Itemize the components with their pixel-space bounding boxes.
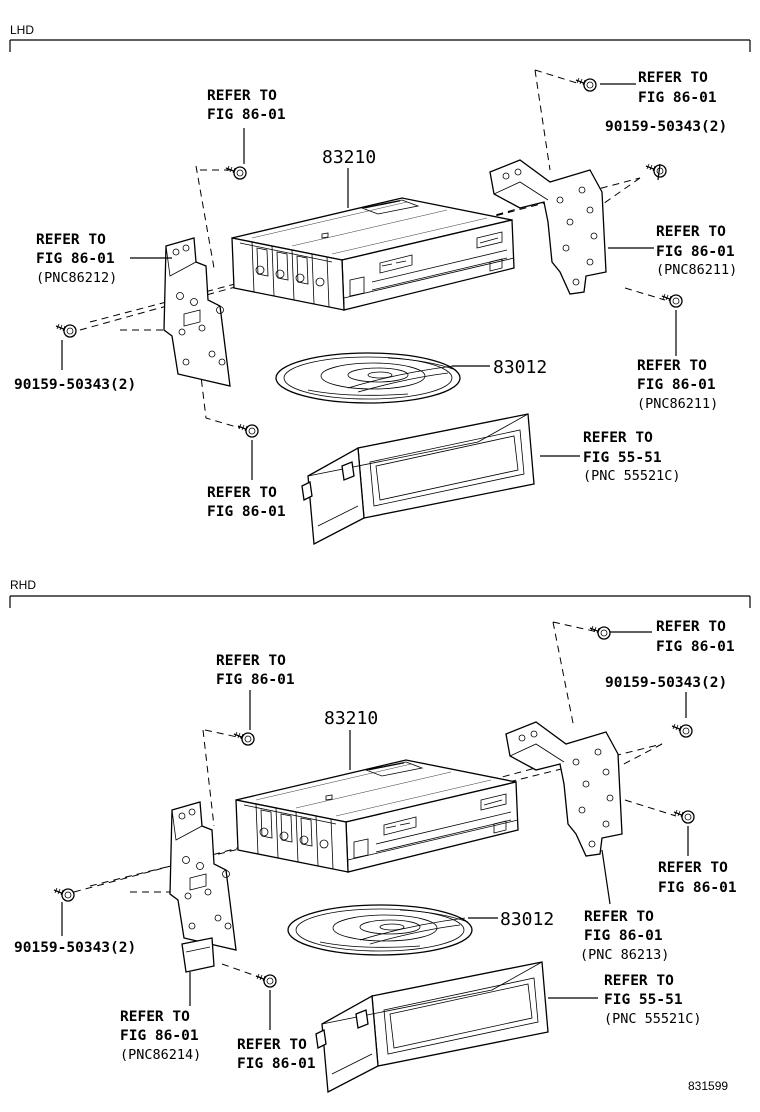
lhd-bolt-bottom — [237, 423, 259, 438]
lhd-bolt-left — [55, 323, 77, 338]
lhd-part-83012: 83012 — [493, 357, 547, 378]
rhd-right-bracket — [505, 721, 623, 857]
lhd-right-bracket-ref-1: REFER TO — [656, 224, 726, 240]
lhd-bolt-right-top — [575, 77, 597, 92]
rhd-section-bracket — [9, 595, 751, 608]
lhd-section-bracket — [9, 39, 751, 52]
lhd-section-title: LHD — [10, 23, 34, 37]
rhd-bolt-top — [233, 731, 255, 746]
lhd-left-bolt-pn: 90159-50343(2) — [14, 377, 136, 393]
rhd-bolt-top-ref-1: REFER TO — [216, 653, 286, 669]
rhd-section: RHD — [9, 578, 751, 1093]
rhd-bottom-bolt-ref-1: REFER TO — [237, 1037, 307, 1053]
rhd-right-bracket-ref-1: REFER TO — [584, 909, 654, 925]
lhd-left-bracket — [163, 237, 231, 387]
figure-number: 831599 — [688, 1079, 728, 1093]
rhd-right-bracket-bolt-ref-1: REFER TO — [658, 860, 728, 876]
lhd-right-lower-ref-1: REFER TO — [637, 358, 707, 374]
rhd-left-bracket-ref-3: (PNC86214) — [120, 1047, 201, 1063]
lhd-part-83210: 83210 — [322, 147, 376, 168]
rhd-bottom-bolt-ref-2: FIG 86-01 — [237, 1056, 316, 1072]
lhd-pocket-ref-2: FIG 55-51 — [583, 450, 662, 466]
lhd-right-lower-ref-2: FIG 86-01 — [637, 377, 716, 393]
rhd-bolt-top-ref-2: FIG 86-01 — [216, 672, 295, 688]
rhd-right-bracket-ref-2: FIG 86-01 — [584, 928, 663, 944]
lhd-bolt-top-ref-2: FIG 86-01 — [207, 107, 286, 123]
rhd-right-top-ref-1: REFER TO — [656, 619, 726, 635]
rhd-audio-unit — [235, 759, 519, 873]
rhd-pocket-ref-2: FIG 55-51 — [604, 992, 683, 1008]
lhd-bottom-bolt-ref-2: FIG 86-01 — [207, 504, 286, 520]
lhd-pocket-ref-1: REFER TO — [583, 430, 653, 446]
lhd-right-top-ref-1: REFER TO — [638, 70, 708, 86]
rhd-right-bracket-bolt-ref-2: FIG 86-01 — [658, 880, 737, 896]
rhd-section-title: RHD — [10, 578, 36, 592]
lhd-bottom-bolt-ref-1: REFER TO — [207, 485, 277, 501]
lhd-right-bracket-ref-2: FIG 86-01 — [656, 244, 735, 260]
rhd-bolt-right-top — [589, 625, 611, 640]
rhd-disc — [287, 904, 473, 956]
rhd-left-bracket-ref-1: REFER TO — [120, 1009, 190, 1025]
rhd-bolt-right-lower — [673, 809, 695, 824]
lhd-audio-unit — [231, 197, 515, 311]
rhd-pocket-ref-1: REFER TO — [604, 973, 674, 989]
rhd-bolt-left — [53, 887, 75, 902]
lhd-right-bolt-pn: 90159-50343(2) — [605, 119, 727, 135]
rhd-pocket — [315, 961, 549, 1093]
lhd-right-top-ref-2: FIG 86-01 — [638, 90, 717, 106]
lhd-pocket-ref-3: (PNC 55521C) — [583, 468, 681, 484]
lhd-left-bracket-ref-3: (PNC86212) — [36, 270, 117, 286]
lhd-pocket — [301, 413, 535, 545]
lhd-bolt-right — [645, 163, 667, 178]
lhd-right-bracket-ref-3: (PNC86211) — [656, 262, 737, 278]
rhd-part-83210: 83210 — [324, 708, 378, 729]
rhd-right-bolt-pn: 90159-50343(2) — [605, 675, 727, 691]
rhd-pocket-ref-3: (PNC 55521C) — [604, 1011, 702, 1027]
lhd-bolt-right-lower — [661, 293, 683, 308]
rhd-part-83012: 83012 — [500, 909, 554, 930]
rhd-bolt-bottom — [255, 973, 277, 988]
lhd-disc — [275, 352, 461, 404]
lhd-right-lower-ref-3: (PNC86211) — [637, 396, 718, 412]
rhd-left-lower-clip — [181, 937, 215, 973]
lhd-left-bracket-ref-1: REFER TO — [36, 232, 106, 248]
lhd-section: LHD — [9, 23, 751, 545]
lhd-bolt-top — [225, 165, 247, 180]
rhd-left-bracket — [169, 801, 237, 951]
rhd-left-bolt-pn: 90159-50343(2) — [14, 940, 136, 956]
rhd-left-bracket-ref-2: FIG 86-01 — [120, 1028, 199, 1044]
lhd-left-bracket-ref-2: FIG 86-01 — [36, 251, 115, 267]
rhd-right-top-ref-2: FIG 86-01 — [656, 639, 735, 655]
rhd-right-bracket-ref-3: (PNC 86213) — [580, 947, 669, 963]
rhd-bolt-right — [671, 723, 693, 738]
lhd-bolt-top-ref-1: REFER TO — [207, 88, 277, 104]
